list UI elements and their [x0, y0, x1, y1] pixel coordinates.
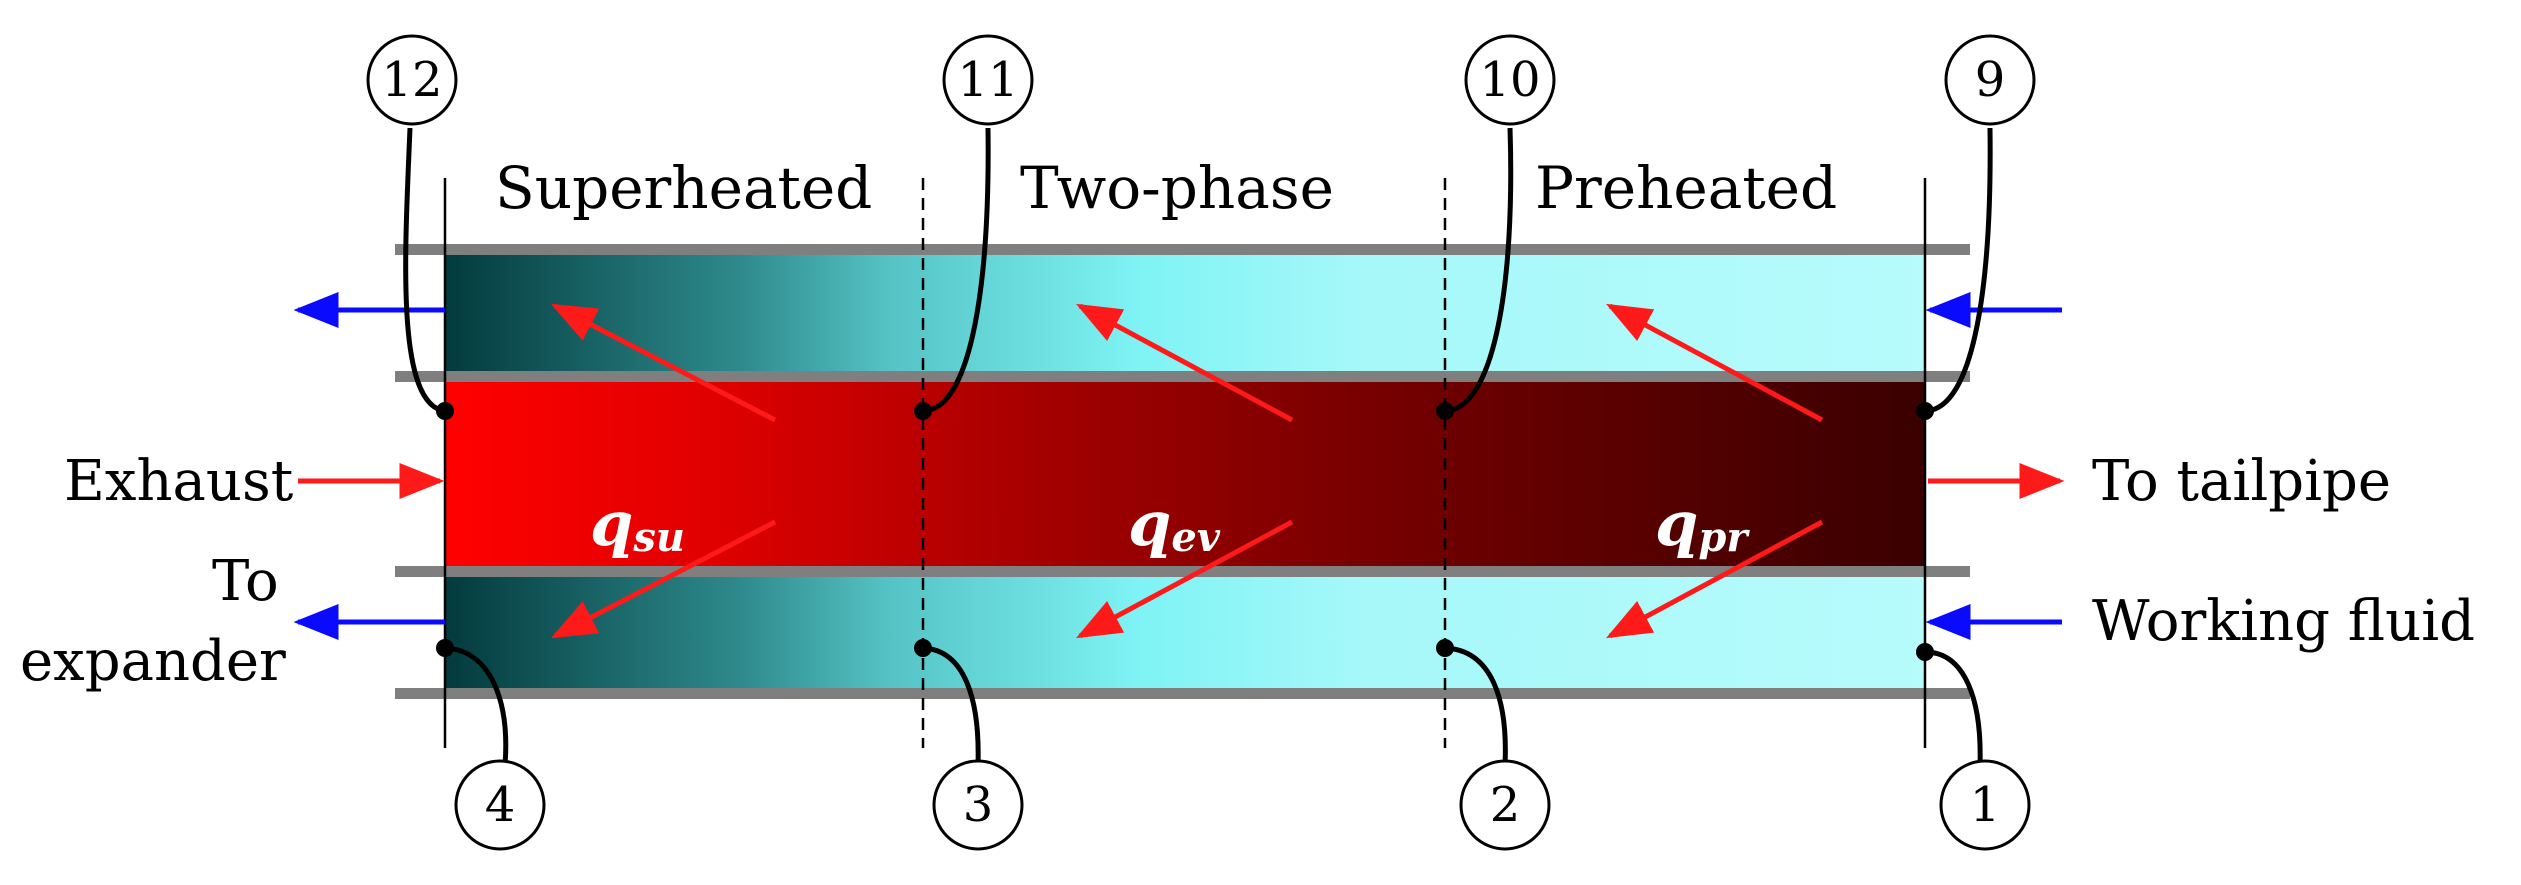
- state-point-dot-11: [914, 402, 932, 420]
- state-point-label-9: 9: [1975, 52, 2006, 108]
- state-point-dot-10: [1436, 402, 1454, 420]
- state-point-label-2: 2: [1490, 777, 1521, 833]
- heat-flux-subscript: ev: [1171, 514, 1220, 561]
- leader-9: [1924, 127, 1993, 414]
- heat-flux-symbol: q: [1128, 487, 1171, 560]
- state-point-dot-9: [1916, 402, 1934, 420]
- state-point-dot-1: [1916, 643, 1934, 661]
- leader-1: [1924, 649, 1983, 766]
- heat-flux-label-superheated: qsu: [590, 487, 685, 561]
- zone-label-superheated: Superheated: [495, 154, 872, 222]
- state-point-label-11: 11: [957, 52, 1018, 108]
- heat-flux-label-preheated: qpr: [1655, 487, 1750, 561]
- heat-arrow-bottom-superheated: [551, 519, 777, 639]
- leader-4: [444, 645, 509, 766]
- state-point-label-10: 10: [1479, 52, 1540, 108]
- heat-arrow-top-two-phase: [1076, 303, 1294, 423]
- exhaust-channel: [445, 378, 1925, 568]
- fluid-outlet-label-line1: To: [212, 549, 279, 614]
- state-point-circle-1: [1939, 759, 2031, 851]
- heat-arrow-bottom-two-phase: [1076, 519, 1294, 639]
- heat-flux-symbol: q: [590, 487, 633, 560]
- heat-flux-label-two-phase: qev: [1128, 487, 1221, 561]
- heat-flux-subscript: su: [632, 514, 685, 561]
- state-point-dot-3: [914, 639, 932, 657]
- fluid-channel-bottom: [445, 572, 1925, 690]
- state-point-circle-2: [1459, 759, 1551, 851]
- leader-11: [922, 127, 991, 414]
- fluid-outlet-label-line2: expander: [20, 629, 286, 694]
- state-point-circle-9: [1944, 34, 2036, 126]
- leader-10: [1444, 127, 1514, 414]
- state-point-dot-12: [436, 402, 454, 420]
- leader-12: [403, 127, 446, 414]
- exhaust-inlet-label: Exhaust: [64, 449, 294, 514]
- heat-flux-subscript: pr: [1698, 514, 1750, 561]
- zone-label-preheated: Preheated: [1535, 154, 1837, 222]
- zone-label-two-phase: Two-phase: [1020, 154, 1334, 222]
- heat-arrow-bottom-preheated: [1606, 519, 1824, 639]
- leader-3: [922, 645, 981, 766]
- state-point-dot-2: [1436, 639, 1454, 657]
- state-point-label-3: 3: [963, 777, 994, 833]
- wall-3: [395, 566, 1970, 577]
- state-point-label-12: 12: [381, 52, 442, 108]
- wall-1: [395, 244, 1970, 255]
- state-point-circle-3: [932, 759, 1024, 851]
- exhaust-outlet-label: To tailpipe: [2092, 449, 2391, 514]
- fluid-channel-top: [445, 254, 1925, 374]
- state-point-circle-4: [454, 759, 546, 851]
- fluid-inlet-label: Working fluid: [2092, 589, 2475, 654]
- heat-arrow-top-preheated: [1606, 303, 1824, 423]
- state-point-dot-4: [436, 639, 454, 657]
- state-point-circle-11: [942, 34, 1034, 126]
- leader-2: [1444, 645, 1508, 766]
- state-point-label-4: 4: [485, 777, 516, 833]
- state-point-circle-12: [366, 34, 458, 126]
- wall-4: [395, 688, 1970, 699]
- state-point-label-1: 1: [1970, 777, 2001, 833]
- heat-flux-symbol: q: [1655, 487, 1698, 560]
- wall-2: [395, 371, 1970, 382]
- state-point-circle-10: [1464, 34, 1556, 126]
- heat-arrow-top-superheated: [551, 303, 777, 423]
